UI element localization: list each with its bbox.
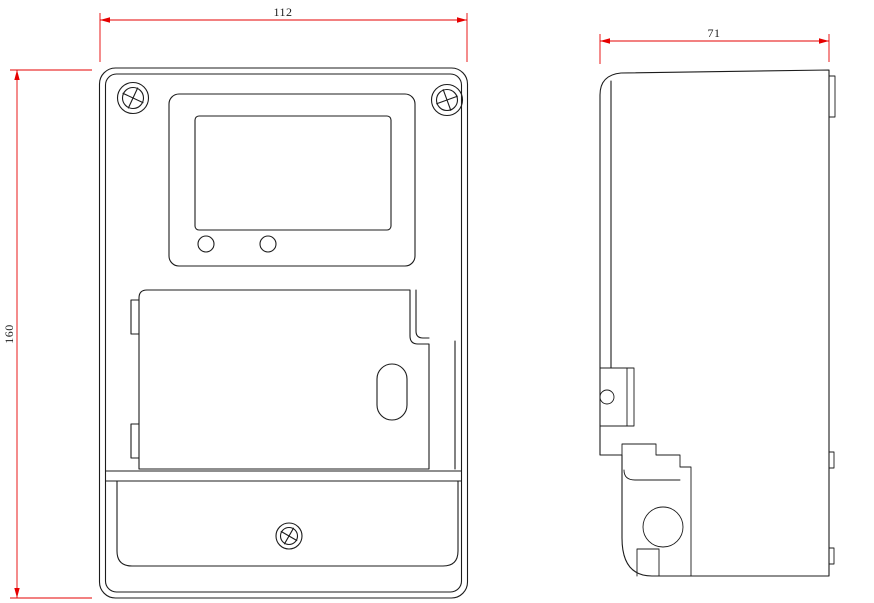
indicator-led-left	[197, 235, 215, 253]
cover-hinge-top	[130, 299, 140, 335]
screw-boss	[275, 522, 303, 550]
terminal-block-side	[621, 443, 692, 577]
screw-terminal	[275, 522, 303, 550]
clip-outline	[599, 367, 635, 427]
display-bezel	[168, 93, 416, 267]
dimension-annotations: 112 160 71	[2, 5, 830, 599]
dimension-lines	[10, 13, 830, 599]
tab-bottom	[828, 547, 835, 565]
terminal-boss-circle	[642, 506, 684, 548]
screw-boss	[116, 81, 150, 115]
arrow-icon	[100, 17, 110, 23]
side-view	[599, 69, 836, 577]
meter-body-outer	[98, 67, 469, 599]
front-view	[98, 67, 469, 599]
front-face-tabs	[828, 75, 836, 565]
screw-slot-v	[442, 89, 452, 111]
clip-hole	[599, 389, 615, 405]
side-profile-outline	[599, 69, 830, 577]
screw-head	[121, 86, 145, 110]
arrow-icon	[14, 70, 20, 80]
screw-slot-v	[127, 87, 139, 109]
arrow-icon	[819, 38, 829, 44]
screw-cross-icon	[122, 87, 144, 109]
lcd-window	[194, 115, 392, 231]
hook-steps	[621, 443, 692, 577]
screw-head	[435, 88, 459, 112]
indicator-led-right	[259, 235, 277, 253]
screw-top-left	[116, 81, 150, 115]
dimension-labels: 112 160 71	[2, 5, 721, 344]
cover-hinge-bottom	[130, 423, 140, 459]
tab-top	[828, 75, 836, 118]
arrow-icon	[14, 588, 20, 598]
dim-label-width: 112	[273, 5, 292, 19]
mounting-clip	[599, 367, 635, 427]
terminal-cover	[116, 480, 459, 567]
dim-label-depth: 71	[708, 26, 721, 40]
nameplate-notch-inner	[415, 289, 430, 339]
screw-top-right	[430, 83, 464, 117]
seal-slot-oval	[376, 363, 408, 421]
screw-slot-v	[283, 527, 295, 545]
screw-cross-icon	[436, 89, 458, 111]
meter-body-inner	[104, 73, 463, 593]
tab-middle	[828, 451, 835, 469]
bottom-tab	[636, 548, 660, 577]
dim-label-height: 160	[2, 324, 16, 344]
screw-boss	[430, 83, 464, 117]
arrow-icon	[600, 38, 610, 44]
nameplate-cover	[138, 289, 430, 470]
hook-inner-curve	[623, 469, 681, 481]
screw-head	[279, 526, 299, 546]
arrow-icon	[457, 17, 467, 23]
screw-cross-icon	[280, 527, 298, 545]
dimension-arrowheads	[14, 17, 829, 598]
